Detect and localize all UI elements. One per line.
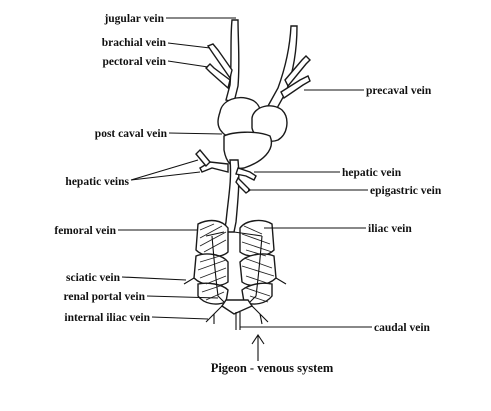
label-jugular-vein: jugular vein <box>103 13 164 25</box>
label-postcaval-vein: post caval vein <box>95 128 168 140</box>
label-sciatic-vein: sciatic vein <box>66 272 121 284</box>
caudal-junction <box>221 299 254 315</box>
sciatic-right <box>275 277 287 285</box>
caption-arrow-head <box>251 334 265 345</box>
labels: jugular vein brachial vein pectoral vein… <box>54 13 441 375</box>
diagram-caption: Pigeon - venous system <box>211 361 334 375</box>
right-pectoral-vessel <box>280 75 311 100</box>
label-hepatic-veins: hepatic veins <box>65 176 129 188</box>
renal-portal-left <box>211 235 227 305</box>
internal-iliac-left <box>205 305 223 324</box>
renal-portal-right <box>247 235 263 305</box>
ventricle <box>223 131 273 169</box>
label-internal-iliac-vein: internal iliac vein <box>64 312 150 324</box>
hepatic-veins-branch <box>195 148 211 168</box>
leader-pectoral <box>167 60 209 68</box>
label-brachial-vein: brachial vein <box>102 37 167 49</box>
sciatic-left <box>183 277 195 285</box>
leader-renal-portal <box>146 295 219 299</box>
leader-sciatic <box>121 276 187 281</box>
label-epigastric-vein: epigastric vein <box>370 185 442 197</box>
leader-internal-iliac <box>151 316 209 320</box>
leader-brachial <box>167 42 211 49</box>
right-brachial-vessel <box>284 55 311 88</box>
label-femoral-vein: femoral vein <box>54 225 116 237</box>
vein-drawing <box>183 19 311 330</box>
leader-lines <box>118 17 372 361</box>
left-jugular-vessel <box>225 19 240 103</box>
leader-postcaval <box>168 132 223 135</box>
label-caudal-vein: caudal vein <box>374 322 431 334</box>
caudal-vessel <box>235 312 241 330</box>
leader-hepatic-veins-b <box>130 171 201 181</box>
internal-iliac-right <box>251 305 269 325</box>
label-hepatic-vein: hepatic vein <box>342 167 402 179</box>
right-jugular-vessel <box>267 25 298 111</box>
right-kidney <box>239 219 277 305</box>
leader-hepatic-veins-a <box>130 159 199 181</box>
left-pectoral-vessel <box>205 63 231 90</box>
iliac-connector <box>205 231 263 237</box>
label-renal-portal-vein: renal portal vein <box>63 291 145 303</box>
label-pectoral-vein: pectoral vein <box>102 56 166 68</box>
hepatic-vein-vessel <box>235 167 257 181</box>
left-brachial-vessel <box>206 43 233 80</box>
epigastric-vessel <box>235 176 252 194</box>
label-precaval-vein: precaval vein <box>366 85 432 97</box>
left-kidney <box>193 219 229 305</box>
label-iliac-vein: iliac vein <box>368 223 412 235</box>
